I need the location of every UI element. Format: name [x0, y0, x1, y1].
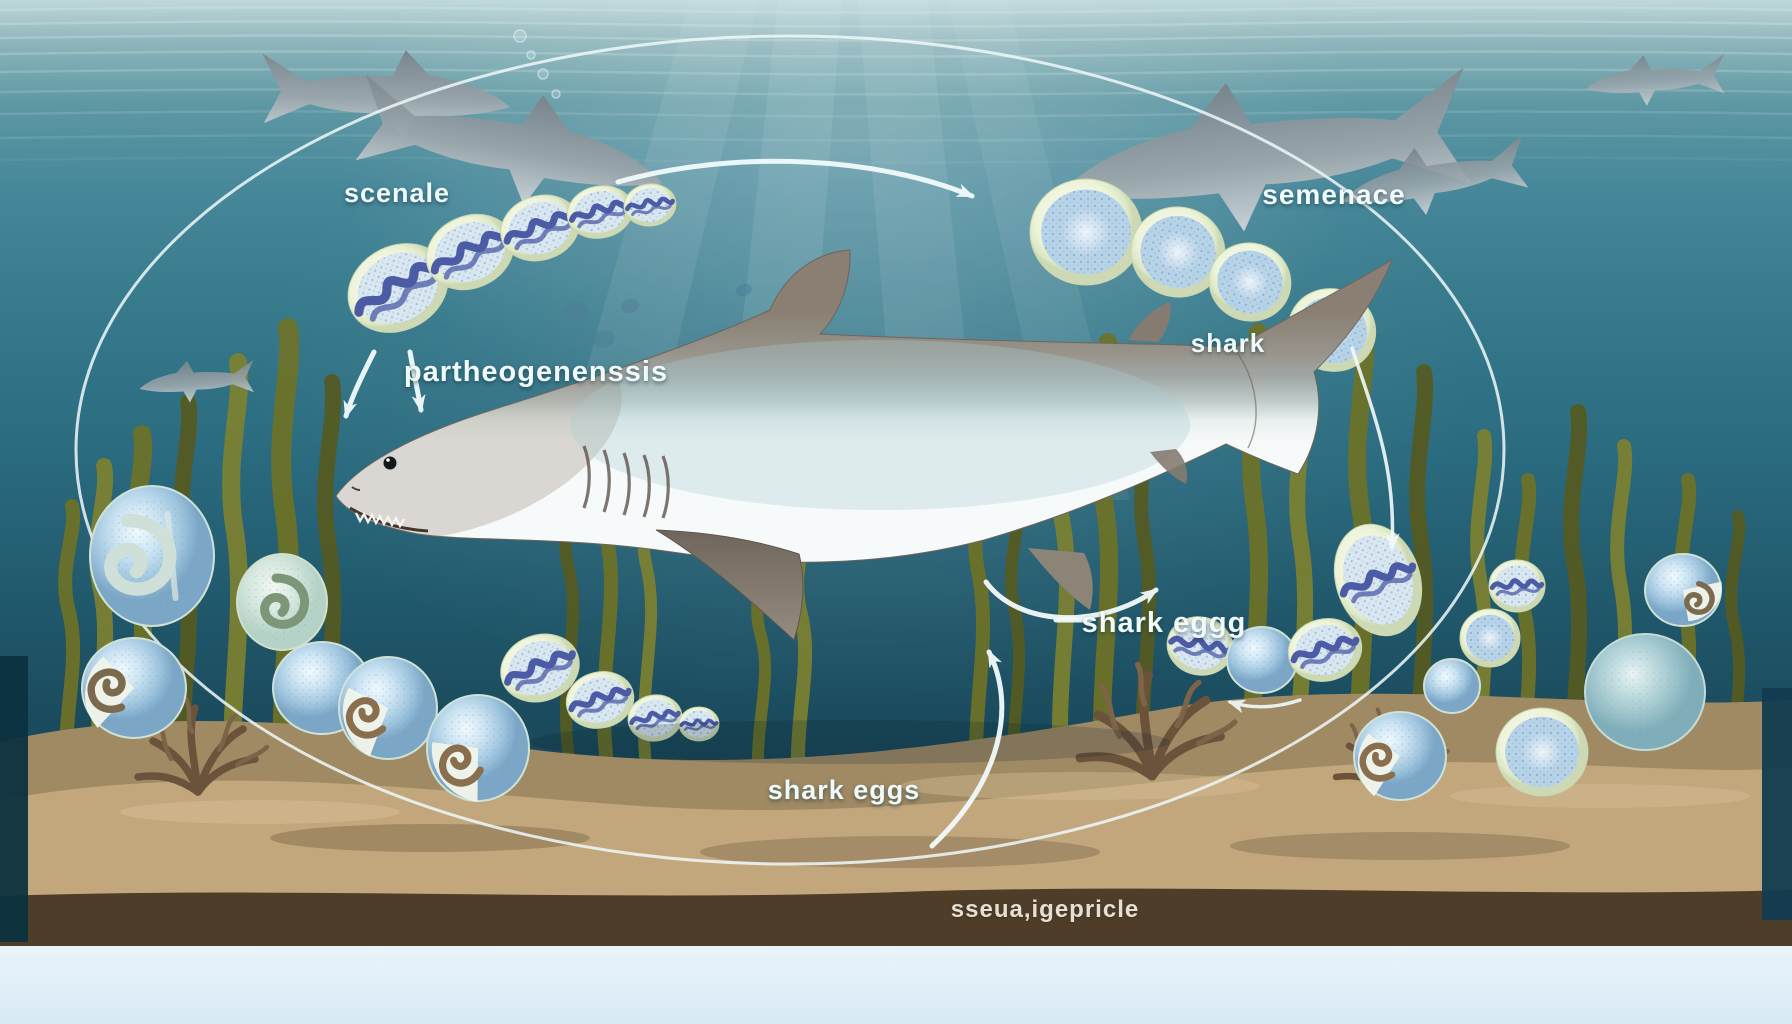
egg-chain [425, 213, 515, 291]
shark-shadow [530, 720, 1170, 764]
cycle-ring [74, 34, 1506, 866]
ripple-line [0, 20, 1792, 28]
ripple-line [0, 110, 1792, 118]
egg-chain [623, 183, 677, 227]
arrow-chain-left [1227, 698, 1302, 714]
egg-cut [1644, 553, 1722, 627]
egg-sphere [1226, 626, 1298, 694]
sand-shadow [1230, 832, 1570, 860]
egg-dotted [1495, 707, 1589, 797]
egg-chain [1166, 616, 1234, 676]
egg-chain [565, 671, 635, 729]
egg-dotted [1029, 178, 1143, 286]
arrow-parthenogenesis-right [407, 349, 426, 413]
ripple-line [0, 6, 1792, 14]
egg-chain [347, 243, 449, 333]
egg-chain [500, 194, 580, 262]
bubble [551, 89, 561, 99]
egg-dotted [1459, 608, 1521, 668]
sand-shadow [700, 836, 1100, 868]
nostril [351, 486, 361, 491]
mouth [349, 506, 429, 533]
egg-dotted [1208, 242, 1292, 322]
tail-crease [1233, 347, 1257, 449]
egg-chain [1488, 559, 1546, 613]
egg-chain [678, 706, 720, 742]
labels: scenale semenace partheogenenssis shark … [344, 178, 1405, 923]
arrow-eggs-up [929, 649, 1005, 849]
second-dorsal-fin [1128, 302, 1171, 342]
bubble [526, 50, 536, 60]
egg-chain [1333, 523, 1423, 637]
bottom-strip [0, 946, 1792, 1024]
bubble [537, 68, 549, 80]
pectoral-fin [655, 529, 804, 641]
egg-dotted [1130, 206, 1226, 298]
label-parthenogenesis: partheogenenssis [404, 356, 668, 388]
label-shark-eggs: shark eggs [768, 775, 921, 805]
ripple-line [0, 50, 1792, 58]
anal-fin [1150, 449, 1187, 484]
shark-eye [383, 456, 397, 470]
arrow-right-chain-down [1350, 346, 1400, 551]
egg-embryo-blue [89, 485, 215, 627]
label-shark-egg: shark eggg [1082, 607, 1247, 639]
right-edge-band [1762, 688, 1792, 920]
pelvic-fin [1028, 548, 1093, 610]
sand-highlight [900, 772, 1260, 800]
egg-sphere-teal [1584, 633, 1706, 751]
ripple-line [0, 134, 1792, 142]
bubble [621, 298, 639, 314]
ripple-line [0, 68, 1792, 76]
eye-glint [386, 458, 390, 462]
label-shark: shark [1191, 328, 1265, 358]
label-scenale: scenale [344, 178, 450, 208]
egg-embryo [236, 553, 328, 651]
sand-highlight [120, 800, 400, 824]
main-shark [335, 249, 1394, 764]
annotation-arrows [343, 158, 1400, 849]
bubbles [513, 29, 752, 348]
sand-highlight [1450, 784, 1750, 808]
egg-chain [566, 185, 634, 239]
sand-front [0, 762, 1792, 915]
egg-layer [81, 178, 1722, 802]
arrow-parthenogenesis-left [343, 349, 377, 419]
bubble [736, 283, 752, 297]
egg-cut-brown [426, 694, 530, 802]
shark-sheen [570, 340, 1190, 510]
teeth [355, 511, 405, 529]
egg-sphere [1423, 658, 1481, 714]
egg-chain [1287, 618, 1363, 682]
egg-cut-brown [1353, 711, 1447, 801]
egg-chain [500, 633, 580, 703]
arrow-to-right-eggs [615, 158, 975, 199]
label-caption: sseua,igepricle [951, 896, 1139, 923]
egg-cut [81, 637, 187, 739]
egg-chain [627, 694, 683, 742]
egg-cut-brown [338, 656, 438, 760]
floor-strip [0, 888, 1792, 948]
gill-slits [582, 445, 670, 519]
left-edge-band [0, 656, 28, 942]
arrow-shark-egg [983, 579, 1159, 621]
bubble [513, 29, 527, 43]
bubble [593, 330, 615, 348]
eye-ring [381, 454, 399, 472]
bubble [563, 301, 589, 323]
label-semenace: semenace [1262, 179, 1405, 210]
